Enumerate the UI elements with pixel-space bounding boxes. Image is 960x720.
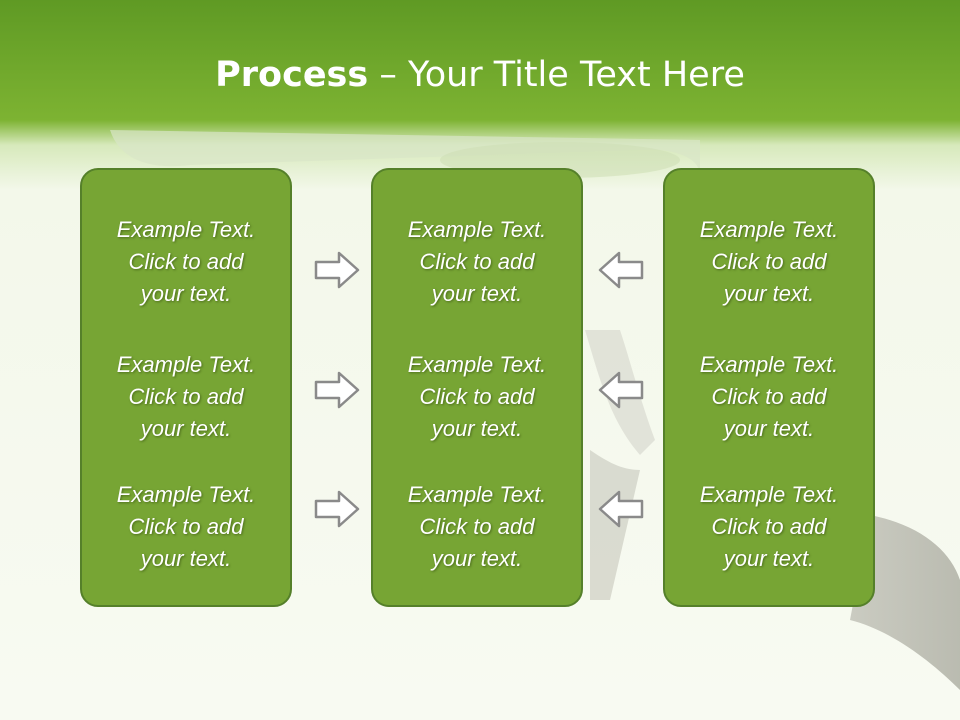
text-line: Example Text. [699,352,839,377]
text-line: Example Text. [407,482,547,507]
text-placeholder[interactable]: Example Text. Click to add your text. [82,349,290,445]
text-line: your text. [723,281,815,306]
text-line: Click to add [128,514,244,539]
arrow-left-icon [598,371,644,409]
text-placeholder[interactable]: Example Text. Click to add your text. [82,479,290,575]
text-line: your text. [140,546,232,571]
text-line: Click to add [711,249,827,274]
column-right[interactable]: Example Text. Click to add your text. Ex… [663,168,875,607]
arrow-right-icon [314,490,360,528]
text-line: Click to add [128,249,244,274]
text-line: your text. [140,281,232,306]
text-line: your text. [431,546,523,571]
text-line: Example Text. [116,482,256,507]
text-line: Example Text. [407,217,547,242]
arrow-left-icon [598,490,644,528]
text-line: Click to add [128,384,244,409]
title-bold: Process [215,55,369,95]
text-placeholder[interactable]: Example Text. Click to add your text. [373,479,581,575]
arrow-right-icon [314,371,360,409]
title-rest: – Your Title Text Here [368,55,745,95]
text-placeholder[interactable]: Example Text. Click to add your text. [665,349,873,445]
text-line: Click to add [711,514,827,539]
text-line: your text. [723,546,815,571]
text-placeholder[interactable]: Example Text. Click to add your text. [373,349,581,445]
text-placeholder[interactable]: Example Text. Click to add your text. [373,214,581,310]
arrow-right-icon [314,251,360,289]
text-placeholder[interactable]: Example Text. Click to add your text. [82,214,290,310]
arrow-left-icon [598,251,644,289]
text-line: Example Text. [699,217,839,242]
text-line: Click to add [711,384,827,409]
text-line: Click to add [419,514,535,539]
text-line: Example Text. [116,352,256,377]
text-placeholder[interactable]: Example Text. Click to add your text. [665,479,873,575]
text-line: your text. [723,416,815,441]
column-left[interactable]: Example Text. Click to add your text. Ex… [80,168,292,607]
text-line: your text. [431,416,523,441]
slide-title: Process – Your Title Text Here [0,52,960,98]
text-line: your text. [140,416,232,441]
text-line: Example Text. [699,482,839,507]
text-line: Click to add [419,384,535,409]
text-line: Example Text. [407,352,547,377]
text-line: Example Text. [116,217,256,242]
text-line: Click to add [419,249,535,274]
column-middle[interactable]: Example Text. Click to add your text. Ex… [371,168,583,607]
text-line: your text. [431,281,523,306]
text-placeholder[interactable]: Example Text. Click to add your text. [665,214,873,310]
